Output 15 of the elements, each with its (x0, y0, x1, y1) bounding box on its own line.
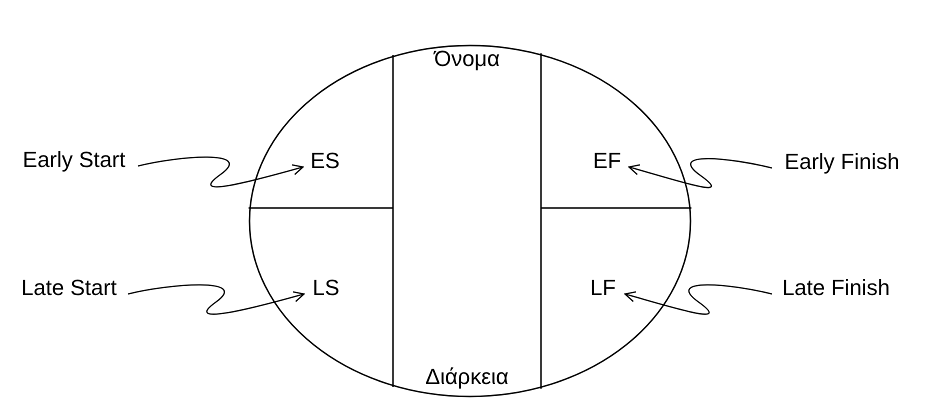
curved-arrow (128, 284, 305, 315)
curved-arrow (624, 284, 772, 315)
curved-arrow (628, 158, 772, 188)
callout-label: Early Finish (772, 146, 912, 178)
duration-label: Διάρκεια (425, 364, 509, 390)
quadrant-label: ES (303, 145, 347, 177)
curved-arrow (138, 156, 304, 188)
callout-label: Late Start (10, 272, 128, 304)
quadrant-label: LF (581, 272, 625, 304)
callout-label: Early Start (10, 144, 138, 176)
oval-shape (248, 44, 692, 398)
quadrant-label: LS (304, 272, 348, 304)
activity-name-label: Όνομα (434, 46, 500, 72)
quadrant-label: EF (585, 145, 629, 177)
callout-label: Late Finish (772, 272, 900, 304)
